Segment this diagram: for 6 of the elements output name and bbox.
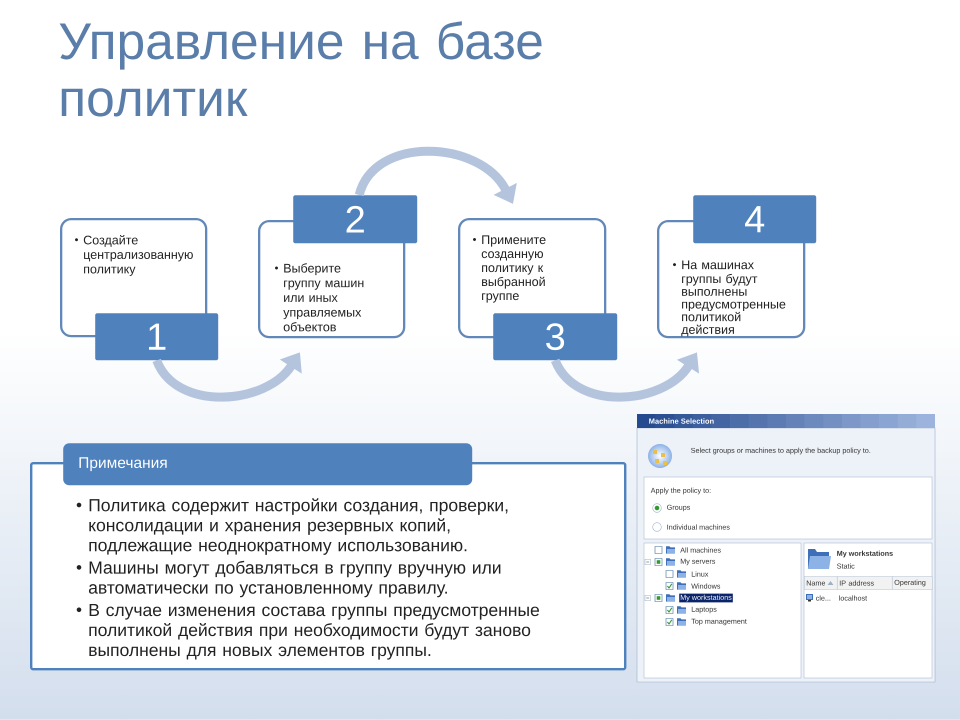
title: Управление на базе политик	[60, 21, 542, 116]
number-tab: 4	[693, 195, 816, 244]
number-tab: 3	[493, 313, 618, 360]
heading-tab: Примечания	[63, 443, 472, 486]
number-tab: 2	[293, 195, 418, 244]
number-tab: 1	[95, 313, 218, 360]
